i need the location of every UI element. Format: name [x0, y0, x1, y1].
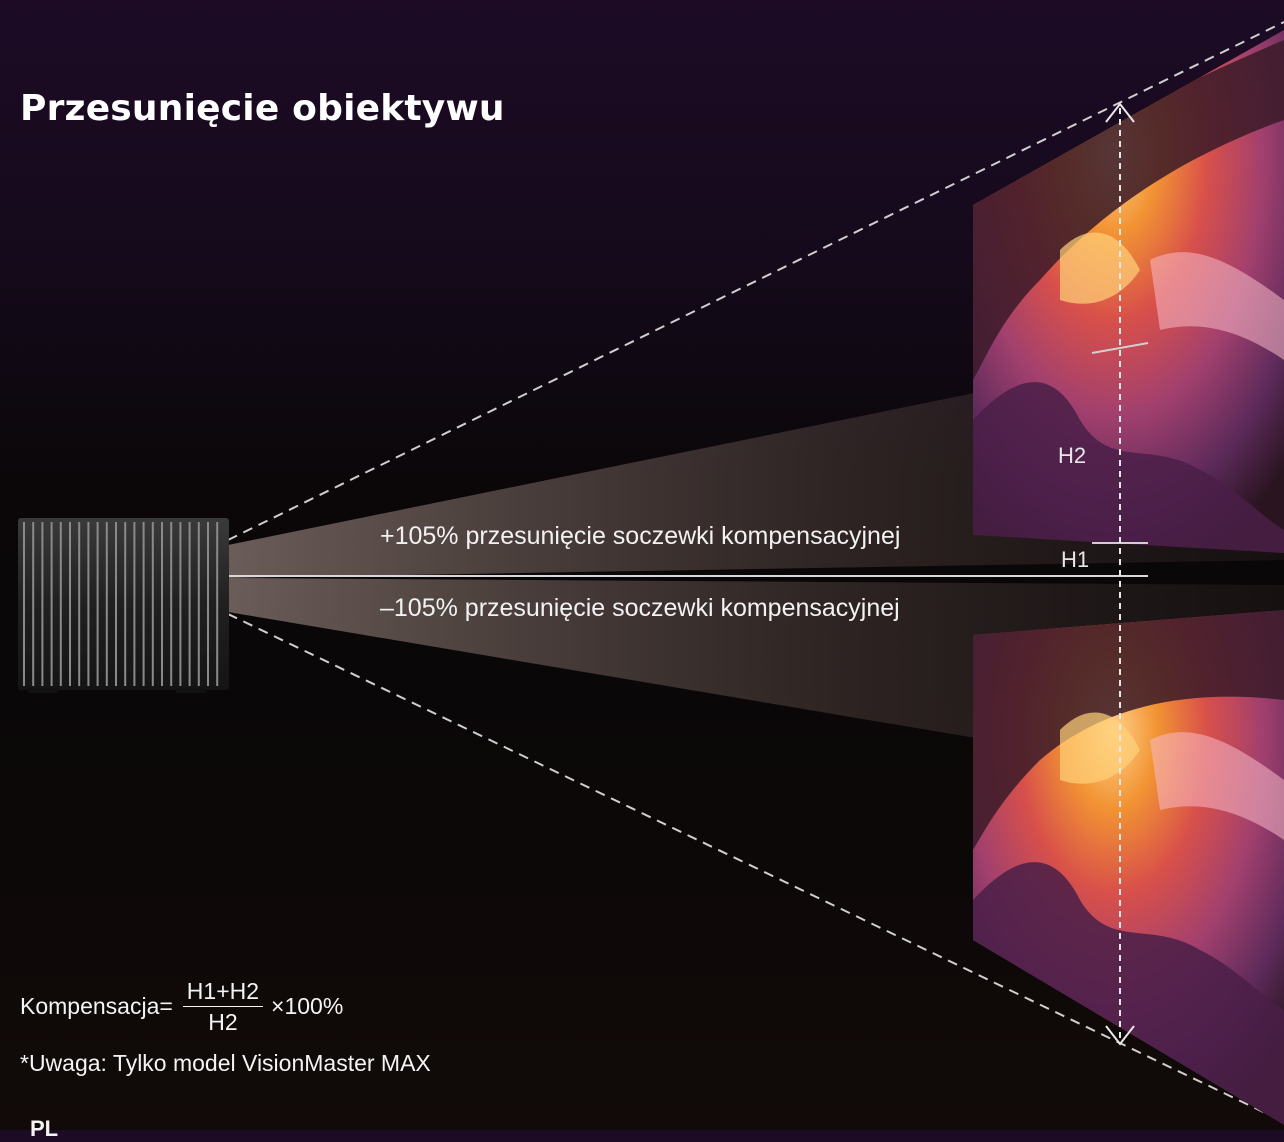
formula-numerator: H1+H2 — [182, 978, 264, 1007]
positive-shift-label: +105% przesunięcie soczewki kompensacyjn… — [380, 522, 901, 550]
formula-denominator: H2 — [208, 1009, 238, 1035]
arrow-up-icon — [1105, 102, 1135, 123]
h2-label: H2 — [1058, 443, 1087, 468]
negative-shift-label: –105% przesunięcie soczewki kompensacyjn… — [380, 594, 900, 622]
lower-projected-image — [973, 610, 1284, 1125]
upper-projection-boundary — [227, 21, 1284, 541]
upper-projected-image — [973, 30, 1284, 553]
arrow-down-icon — [1105, 1025, 1135, 1046]
model-note: *Uwaga: Tylko model VisionMaster MAX — [20, 1050, 431, 1076]
lower-projection-boundary — [227, 613, 1284, 1123]
formula-prefix: Kompensacja= — [20, 993, 173, 1019]
page-title: Przesunięcie obiektywu — [20, 88, 505, 129]
h1-label: H1 — [1061, 547, 1090, 572]
formula-suffix: ×100% — [271, 993, 344, 1019]
compensation-formula: Kompensacja= H1+H2 H2 ×100% — [20, 978, 343, 1035]
projector-icon — [18, 518, 229, 693]
language-tag: PL — [30, 1116, 59, 1141]
formula-fraction: H1+H2 H2 — [182, 978, 264, 1035]
h2-top-tick — [1091, 342, 1149, 354]
